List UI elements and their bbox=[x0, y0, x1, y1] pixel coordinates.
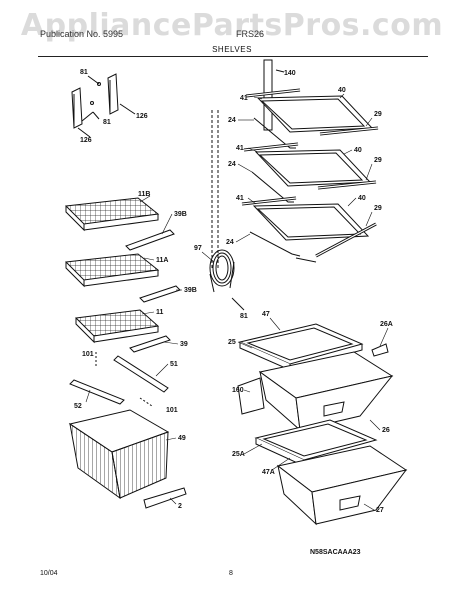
callout-39b: 39B bbox=[184, 287, 197, 294]
leader-lines bbox=[85, 93, 389, 511]
wire-shelf-11 bbox=[74, 309, 171, 353]
callout-51: 51 bbox=[170, 361, 178, 368]
callout-126: 126 bbox=[80, 137, 92, 144]
callout-47: 47 bbox=[262, 311, 270, 318]
basket-slide-rails bbox=[69, 352, 169, 407]
watermark: AppliancePartsPros.com bbox=[20, 8, 444, 43]
callout-27: 27 bbox=[376, 507, 384, 514]
callout-40: 40 bbox=[358, 195, 366, 202]
callout-11b: 11B bbox=[138, 191, 150, 198]
publication-header: Publication No. 5995 bbox=[40, 29, 124, 39]
page-number: 8 bbox=[229, 570, 233, 577]
callout-39b: 39B bbox=[174, 211, 187, 218]
callout-140: 140 bbox=[284, 70, 296, 77]
callout-101: 101 bbox=[82, 351, 94, 358]
crisper-drawer-lower bbox=[276, 445, 408, 526]
callout-29: 29 bbox=[374, 111, 382, 118]
callout-24: 24 bbox=[226, 239, 234, 246]
callout-160: 160 bbox=[232, 387, 244, 394]
callout-40: 40 bbox=[338, 87, 346, 94]
callout-29: 29 bbox=[374, 157, 382, 164]
crisper-cover-upper bbox=[238, 323, 389, 371]
callout-97: 97 bbox=[194, 245, 202, 252]
callout-24: 24 bbox=[228, 161, 236, 168]
callout-39: 39 bbox=[180, 341, 188, 348]
callout-126: 126 bbox=[136, 113, 148, 120]
model-header: FRS26 bbox=[236, 29, 265, 39]
callout-101: 101 bbox=[166, 407, 178, 414]
callout-labels: 81 126 81 126 140 41 40 29 24 41 40 29 2… bbox=[74, 69, 393, 514]
header-rule bbox=[38, 56, 428, 57]
callout-40: 40 bbox=[354, 147, 362, 154]
wire-shelf-11a bbox=[64, 253, 181, 303]
callout-41: 41 bbox=[240, 95, 248, 102]
diagram-code: N58SACAAA23 bbox=[310, 549, 361, 556]
callout-49: 49 bbox=[178, 435, 186, 442]
callout-52: 52 bbox=[74, 403, 82, 410]
callout-81: 81 bbox=[80, 69, 88, 76]
wire-shelf-11b bbox=[64, 197, 175, 251]
callout-26: 26 bbox=[382, 427, 390, 434]
callout-2: 2 bbox=[178, 503, 182, 510]
callout-11a: 11A bbox=[156, 257, 168, 264]
footer-date: 10/04 bbox=[40, 570, 58, 577]
callout-47a: 47A bbox=[262, 469, 275, 476]
callout-11: 11 bbox=[156, 309, 164, 316]
callout-81: 81 bbox=[103, 119, 111, 126]
coil-rack bbox=[209, 249, 245, 311]
callout-41: 41 bbox=[236, 195, 244, 202]
crisper-cover-lower bbox=[254, 419, 378, 467]
glass-shelf-stack bbox=[211, 59, 379, 270]
callout-81: 81 bbox=[240, 313, 248, 320]
callout-25: 25 bbox=[228, 339, 236, 346]
callout-29: 29 bbox=[374, 205, 382, 212]
callout-24: 24 bbox=[228, 117, 236, 124]
crisper-drawer-upper bbox=[237, 351, 394, 432]
shelf-bracket-assembly bbox=[71, 73, 136, 138]
callout-41: 41 bbox=[236, 145, 244, 152]
callout-26a: 26A bbox=[380, 321, 393, 328]
callout-25a: 25A bbox=[232, 451, 245, 458]
section-title: SHELVES bbox=[212, 45, 252, 54]
wire-basket bbox=[68, 409, 187, 509]
